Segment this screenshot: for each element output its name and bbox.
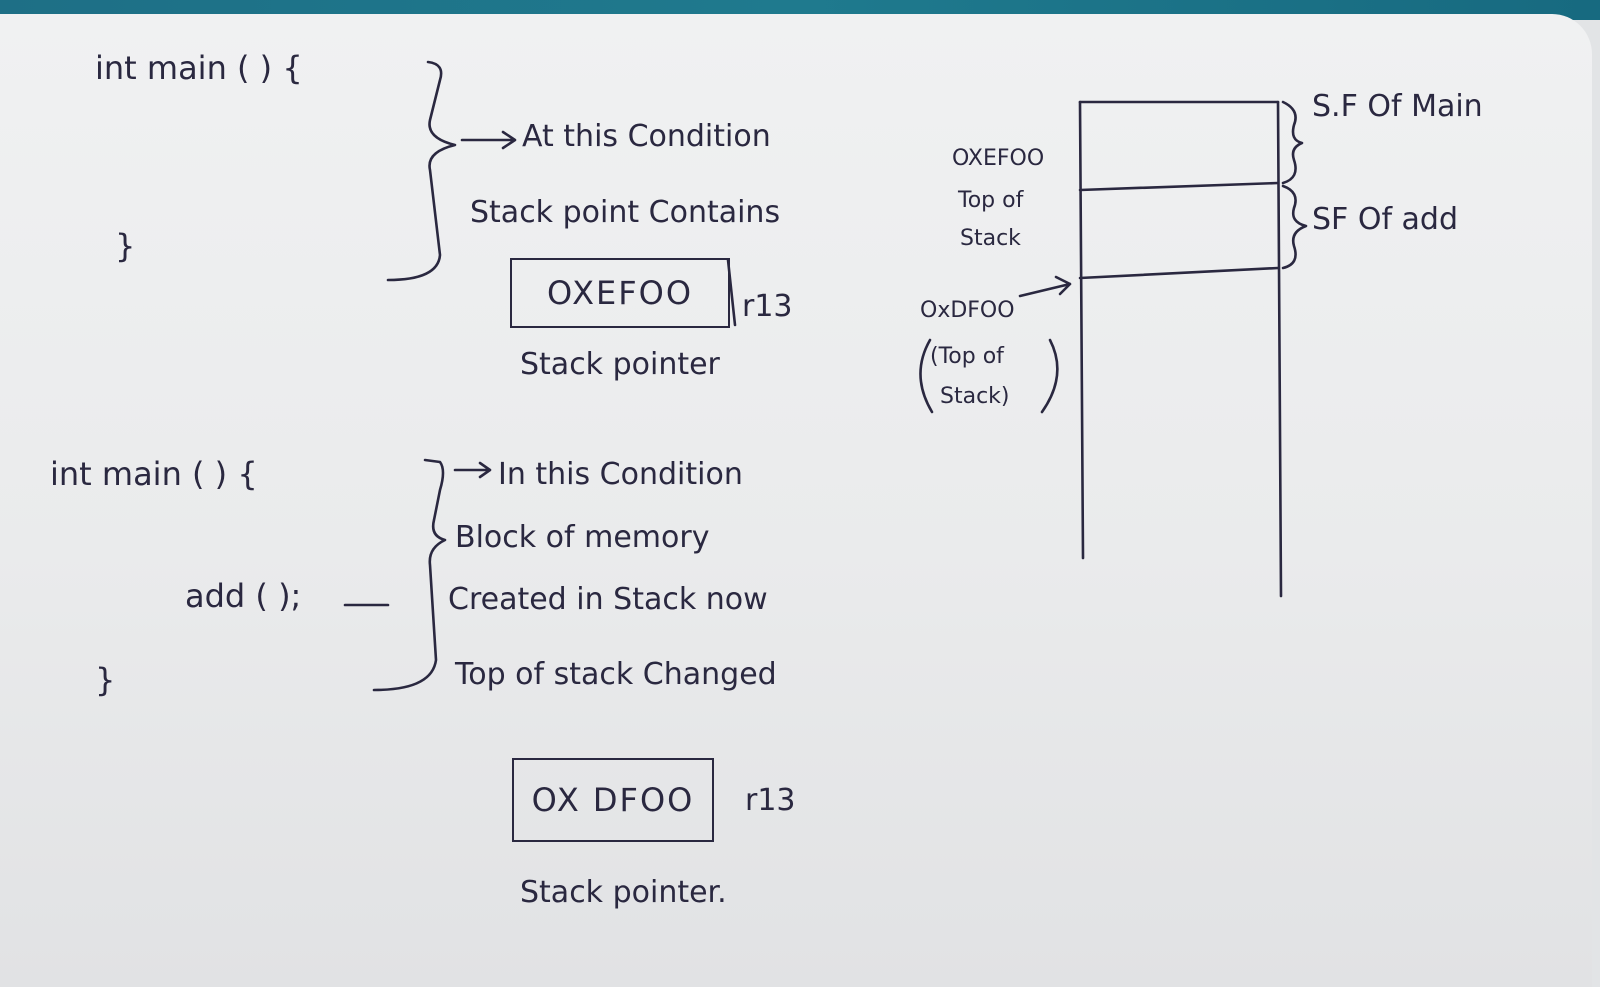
top-main-signature: int main ( ) { <box>95 49 303 87</box>
top-register-box: OXEFOO <box>510 258 730 328</box>
stack-addr1-note-a: Top of <box>958 188 1024 213</box>
bottom-main-close: } <box>95 661 116 699</box>
frame1-brace <box>1281 100 1304 185</box>
top-note-line2: Stack point Contains <box>470 195 781 230</box>
top-arrow <box>460 130 517 150</box>
stack-addr1-note-b: Stack <box>960 226 1021 251</box>
bottom-note-line1: In this Condition <box>498 457 743 492</box>
paren-left <box>919 338 934 414</box>
bottom-note-line3: Created in Stack now <box>448 582 768 617</box>
stack-arrow <box>1018 275 1072 298</box>
stack-frame1-line <box>1078 181 1280 192</box>
top-register-name: r13 <box>742 289 793 324</box>
notebook-page <box>0 14 1592 987</box>
stack-addr1: OXEFOO <box>952 146 1045 171</box>
stack-addr2-note-b: Stack) <box>940 384 1010 409</box>
top-brace <box>386 60 457 282</box>
top-register-caption: Stack pointer <box>520 347 720 382</box>
frame2-brace <box>1281 184 1308 270</box>
bottom-note-line2: Block of memory <box>455 520 710 555</box>
bottom-note-line4: Top of stack Changed <box>455 657 777 692</box>
top-note-line1: At this Condition <box>522 119 771 154</box>
bottom-register-caption: Stack pointer. <box>520 875 727 910</box>
bottom-brace <box>372 458 447 692</box>
bottom-arrow <box>453 461 492 479</box>
stack-frame2-line <box>1078 266 1280 280</box>
stack-right-line <box>1276 100 1283 598</box>
bottom-register-name: r13 <box>745 783 796 818</box>
stack-addr2-note-a: (Top of <box>930 344 1004 369</box>
top-main-close: } <box>115 227 136 265</box>
stack-left-line <box>1078 100 1085 560</box>
bottom-add-call: add ( ); <box>185 577 302 615</box>
paren-right <box>1040 338 1059 414</box>
stack-addr2: OxDFOO <box>920 298 1015 323</box>
bottom-register-box: OX DFOO <box>512 758 714 842</box>
bottom-main-signature: int main ( ) { <box>50 455 258 493</box>
frame2-label: SF Of add <box>1312 202 1459 237</box>
frame1-label: S.F Of Main <box>1312 89 1483 124</box>
